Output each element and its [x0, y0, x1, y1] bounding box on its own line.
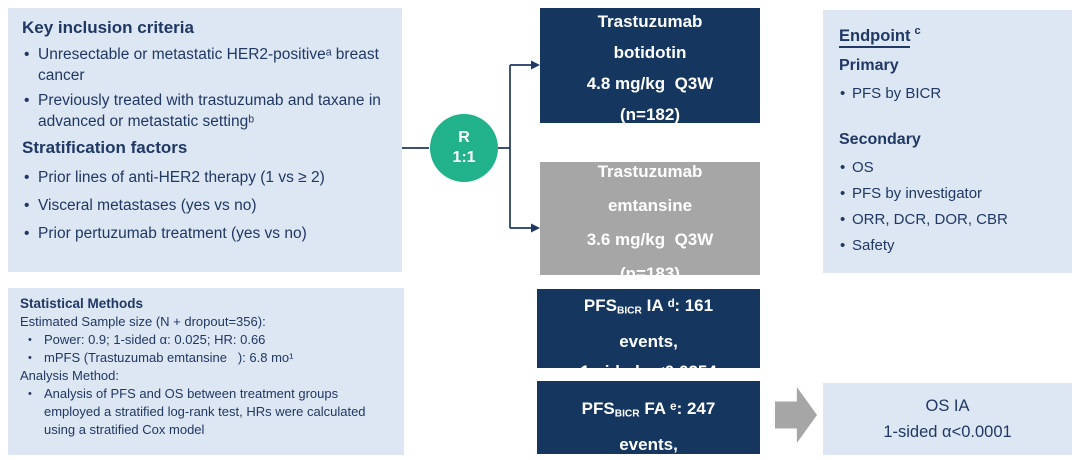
arm-line: 3.6 mg/kg Q3W [586, 230, 714, 249]
arrow-head-icon [531, 60, 540, 70]
arm-line: (n=182) [620, 105, 680, 123]
arm-line: Trastuzumab [597, 12, 703, 31]
os-ia-line2: 1-sided α<0.0001 [883, 423, 1012, 441]
arm-line: Trastuzumab [597, 162, 703, 181]
randomization-letter: R [458, 129, 470, 146]
analysis-method-list: Analysis of PFS and OS between treatment… [20, 385, 396, 439]
bicr-subscript: BICR [616, 305, 642, 317]
os-interim-analysis-box: OS IA 1-sided α<0.0001 [823, 383, 1072, 455]
arm-box-trastuzumab-botidotin: Trastuzumab botidotin 4.8 mg/kg Q3W (n=1… [540, 8, 760, 123]
secondary-endpoint-item: Safety [839, 233, 1064, 259]
arm-box-trastuzumab-emtansine: Trastuzumab emtansine 3.6 mg/kg Q3W (n=1… [540, 162, 760, 275]
arm-line: 4.8 mg/kg Q3W [586, 74, 714, 93]
analysis-method-item: Analysis of PFS and OS between treatment… [20, 385, 396, 439]
arm-line: emtansine [607, 196, 693, 215]
pfs-interim-analysis-box: PFSBICR IA ᵈ: 161 events, 1-sided α<0.02… [537, 289, 760, 368]
secondary-endpoint-item: OS [839, 155, 1064, 181]
sample-size-list: Power: 0.9; 1-sided α: 0.025; HR: 0.66 m… [20, 331, 396, 367]
stratification-item: Prior lines of anti-HER2 therapy (1 vs ≥… [22, 167, 392, 188]
secondary-endpoints-title: Secondary [839, 130, 921, 148]
secondary-endpoint-item: PFS by investigator [839, 181, 1064, 207]
primary-endpoints-list: PFS by BICR [839, 81, 1064, 107]
arm-line: botidotin [613, 43, 687, 62]
pfs-fa-line2: events, [619, 434, 678, 454]
inclusion-title: Key inclusion criteria [22, 18, 194, 37]
stratification-title: Stratification factors [22, 138, 188, 157]
analysis-method-line: Analysis Method: [20, 368, 119, 383]
arm-line: (n=183) [620, 264, 680, 275]
randomization-circle: R 1:1 [430, 114, 498, 182]
os-ia-line1: OS IA [925, 397, 970, 415]
sample-size-line: Estimated Sample size (N + dropout=356): [20, 314, 266, 329]
endpoint-superscript: c [914, 25, 921, 37]
bicr-subscript: BICR [614, 408, 640, 420]
pfs-final-analysis-box: PFSBICR FA ᵉ: 247 events, [537, 381, 760, 454]
inclusion-item: Unresectable or metastatic HER2-positive… [22, 44, 392, 86]
pfs-fa-line1: PFSBICR FA ᵉ: 247 [581, 399, 716, 420]
stats-title: Statistical Methods [20, 296, 144, 311]
secondary-endpoints-list: OS PFS by investigator ORR, DCR, DOR, CB… [839, 155, 1064, 259]
inclusion-item: Previously treated with trastuzumab and … [22, 90, 392, 132]
inclusion-list: Unresectable or metastatic HER2-positive… [22, 44, 392, 132]
arrow-head-icon [531, 223, 540, 233]
pfs-ia-line1: PFSBICR IA ᵈ: 161 [583, 296, 714, 317]
pfs-ia-line2: events, [619, 331, 678, 351]
secondary-endpoint-item: ORR, DCR, DOR, CBR [839, 207, 1064, 233]
stratification-item: Visceral metastases (yes vs no) [22, 195, 392, 216]
inclusion-criteria-panel: Key inclusion criteria Unresectable or m… [8, 8, 402, 272]
randomization-ratio: 1:1 [452, 149, 476, 166]
primary-endpoint-item: PFS by BICR [839, 81, 1064, 107]
right-block-arrow-icon [775, 387, 817, 443]
primary-endpoints-title: Primary [839, 56, 899, 74]
stratification-list: Prior lines of anti-HER2 therapy (1 vs ≥… [22, 167, 392, 244]
sample-size-item: Power: 0.9; 1-sided α: 0.025; HR: 0.66 [20, 331, 396, 349]
stratification-item: Prior pertuzumab treatment (yes vs no) [22, 223, 392, 244]
pfs-ia-line3-clipped: 1-sided α<0.0254 [537, 357, 760, 368]
statistical-methods-panel: Statistical Methods Estimated Sample siz… [8, 288, 404, 455]
sample-size-item: mPFS (Trastuzumab emtansine ): 6.8 mo¹ [20, 349, 396, 367]
